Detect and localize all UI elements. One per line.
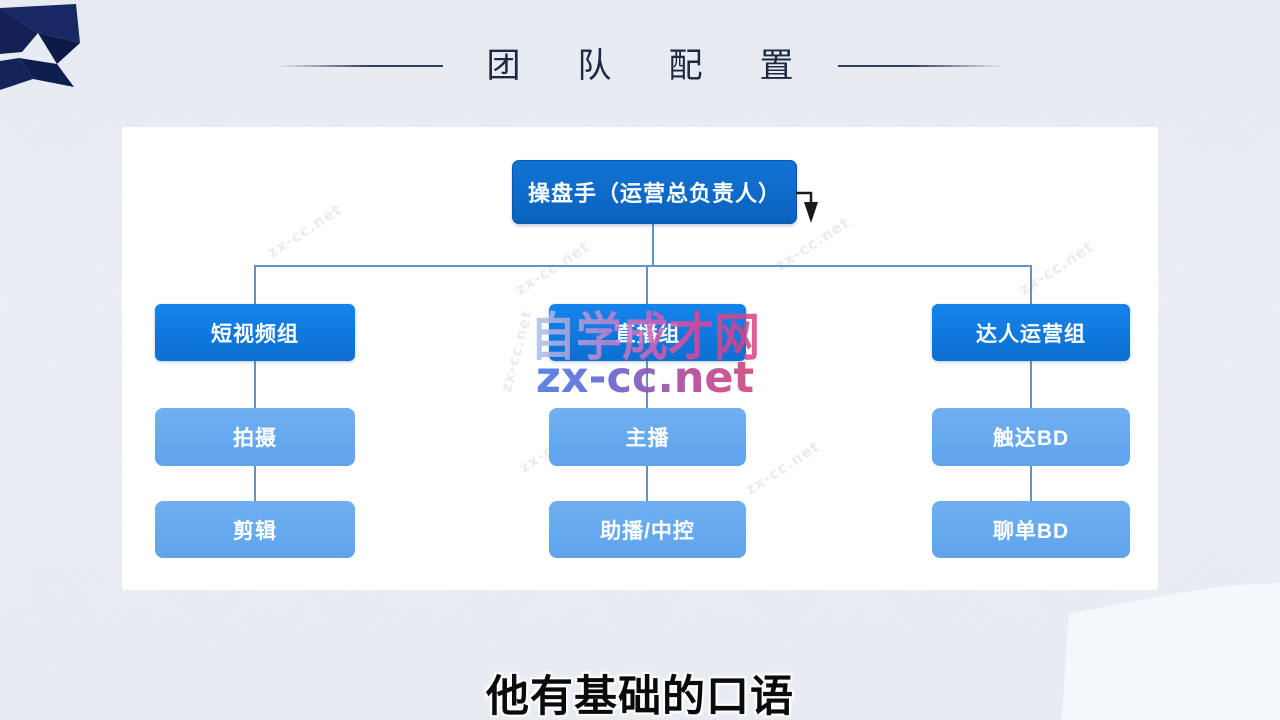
slide-header: 团队配置 — [0, 46, 1280, 87]
subtitle-caption: 他有基础的口语 — [486, 672, 794, 720]
title-rule-right — [837, 65, 1004, 68]
connector-line — [1030, 466, 1032, 501]
down-arrow-icon — [796, 191, 818, 223]
connector-line — [646, 361, 648, 408]
watermark-tile: zx-cc.net — [496, 307, 537, 395]
org-group-box-talent-ops: 达人运营组 — [932, 304, 1130, 361]
connector-line — [254, 361, 256, 408]
connector-line — [254, 265, 256, 304]
title-rule-left — [276, 65, 443, 68]
watermark-tile: zx-cc.net — [741, 437, 824, 499]
ribbon-decoration-icon — [0, 4, 80, 90]
connector-line — [652, 222, 654, 266]
org-root-box: 操盘手（运营总负责人） — [512, 160, 797, 224]
org-chart-card: zx-cc.net zx-cc.net zx-cc.net zx-cc.net … — [122, 127, 1158, 590]
connector-line — [646, 466, 648, 501]
org-sub-box: 触达BD — [932, 408, 1130, 466]
watermark-tile: zx-cc.net — [511, 237, 594, 299]
page-title: 团队配置 — [486, 46, 851, 86]
connector-line — [646, 265, 648, 304]
org-group-box-short-video: 短视频组 — [155, 304, 355, 361]
connector-line — [254, 265, 1032, 267]
org-sub-box: 助播/中控 — [549, 501, 746, 558]
org-sub-box: 主播 — [549, 408, 746, 466]
org-sub-box: 剪辑 — [155, 501, 355, 558]
connector-line — [1030, 265, 1032, 304]
watermark-tile: zx-cc.net — [1015, 237, 1098, 299]
watermark-tile: zx-cc.net — [263, 200, 346, 262]
connector-line — [254, 466, 256, 501]
org-group-box-livestream: 直播组 — [549, 304, 746, 361]
connector-line — [1030, 361, 1032, 408]
org-sub-box: 拍摄 — [155, 408, 355, 466]
org-sub-box: 聊单BD — [932, 501, 1130, 558]
